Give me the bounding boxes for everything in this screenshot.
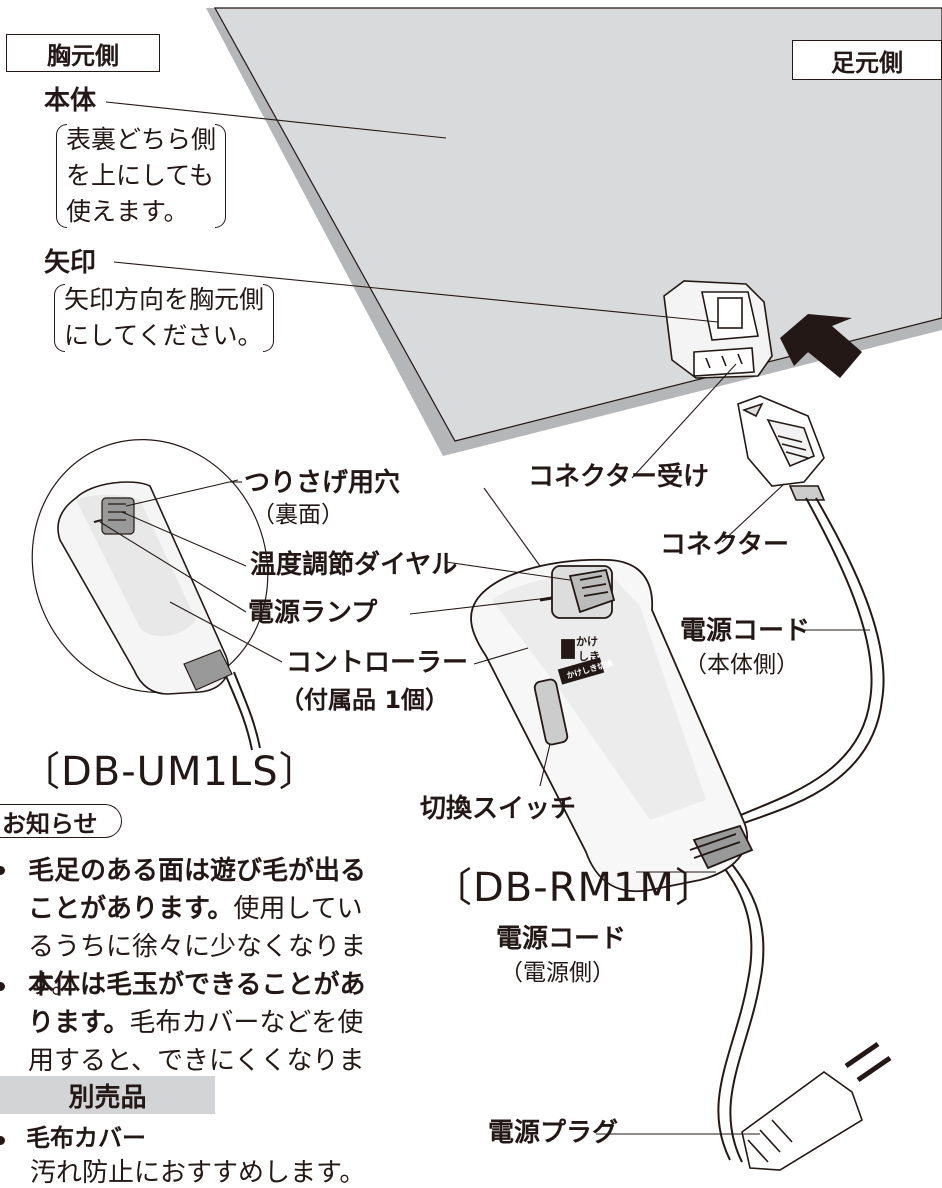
switch-label: 切換スイッチ [420, 794, 577, 824]
notice-item-1-bold: 毛足のある面は遊び毛が出ることがあります。 [28, 856, 367, 924]
body-note-line: 表裏どちら側 [66, 125, 217, 154]
body-note: 表裏どちら側 を上にしても 使えます。 [56, 122, 227, 230]
power-lamp-label: 電源ランプ [248, 598, 378, 628]
notice-bullet [0, 982, 5, 991]
connector-receiver-label: コネクター受け [528, 462, 709, 492]
controller-label: コントローラー [286, 648, 469, 678]
arrow-label: 矢印 [44, 248, 97, 278]
kake-text: かけ [576, 635, 598, 648]
accessory-desc: 汚れ防止におすすめします。 [30, 1158, 366, 1188]
insert-arrow [780, 314, 862, 378]
body-label: 本体 [44, 86, 97, 116]
power-cord-body-sub: （本体側） [684, 652, 799, 678]
accessory-header: 別売品 [0, 1076, 215, 1114]
notice-title: お知らせ [0, 804, 122, 838]
model-small: 〔DB-UM1LS〕 [20, 749, 320, 795]
connector-receiver [663, 280, 773, 379]
notice-title-text: お知らせ [2, 809, 98, 838]
shiki-text: しき [578, 650, 600, 663]
model-main: 〔DB-RM1M〕 [432, 865, 716, 911]
notice-bullet [0, 866, 5, 875]
body-note-line: を上にしても [66, 161, 215, 190]
power-cord-source-label: 電源コード [496, 924, 627, 954]
arrow-note-line: 矢印方向を胸元側 [64, 285, 265, 314]
main-controller [470, 558, 754, 893]
controller-sub: （付属品 1個） [280, 686, 450, 714]
power-plug-label: 電源プラグ [488, 1118, 619, 1148]
arrow-note-line: にしてください。 [64, 321, 263, 350]
notice-item-1-text: 使用しているうちに徐々に少なくなります。 [28, 894, 367, 1000]
accessory-bullet [0, 1136, 5, 1145]
hanging-hole-label: つりさげ用穴 [244, 468, 401, 498]
notice-item-2-bold: 本体は毛玉ができることがあります。 [28, 970, 366, 1038]
connector-label: コネクター [660, 530, 789, 560]
accessory-item: 毛布カバー [26, 1124, 146, 1152]
power-cord-body-label: 電源コード [680, 616, 811, 646]
body-note-line: 使えます。 [66, 197, 189, 226]
power-cord-source-sub: （電源側） [500, 960, 615, 986]
chest-side-label: 胸元側 [6, 34, 160, 72]
temp-dial-label: 温度調節ダイヤル [250, 550, 458, 580]
connector-plug [737, 395, 826, 501]
power-plug [741, 1041, 892, 1171]
leader-lines [99, 101, 870, 1135]
power-cords [225, 497, 885, 1163]
inset-circle [31, 439, 269, 695]
accessory-title: 別売品 [68, 1082, 147, 1113]
hanging-hole-sub: （裏面） [252, 502, 344, 528]
notice-item-1: 毛足のある面は遊び毛が出ることがあります。使用しているうちに徐々に少なくなります… [28, 852, 388, 1004]
arrow-note: 矢印方向を胸元側 にしてください。 [54, 282, 275, 354]
foot-side-label: 足元側 [792, 40, 942, 80]
